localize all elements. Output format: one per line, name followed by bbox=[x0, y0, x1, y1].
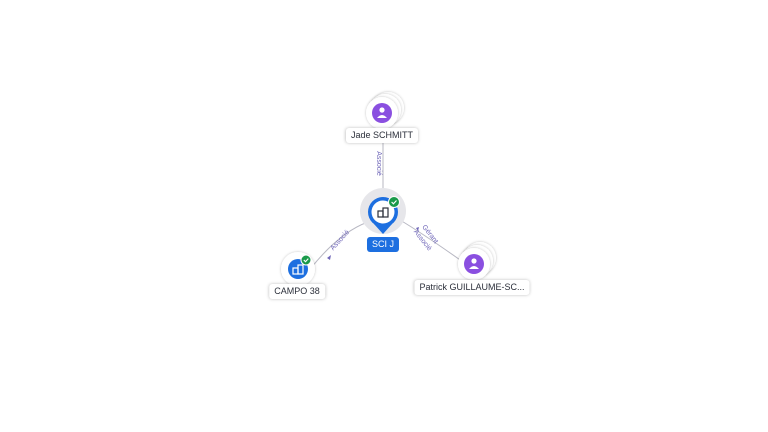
node-label-top[interactable]: Jade SCHMITT bbox=[345, 128, 419, 143]
edge-left[interactable] bbox=[310, 221, 369, 269]
building-icon bbox=[377, 207, 389, 218]
check-badge-icon bbox=[388, 196, 400, 208]
edge-right[interactable] bbox=[399, 219, 464, 263]
person-icon bbox=[372, 103, 392, 123]
node-label-right[interactable]: Patrick GUILLAUME-SC... bbox=[414, 280, 530, 295]
edges bbox=[310, 142, 464, 269]
arrow-right bbox=[416, 227, 419, 231]
edge-label-top: Associé bbox=[374, 151, 382, 176]
check-badge-icon bbox=[300, 254, 312, 266]
node-label-center[interactable]: SCI J bbox=[366, 237, 400, 252]
arrow-left bbox=[327, 255, 331, 260]
node-person-right[interactable] bbox=[458, 242, 496, 280]
node-company-left[interactable] bbox=[281, 252, 315, 286]
node-company-center[interactable] bbox=[360, 188, 406, 234]
node-person-top[interactable] bbox=[366, 92, 404, 129]
node-label-left[interactable]: CAMPO 38 bbox=[269, 284, 325, 299]
person-icon bbox=[464, 254, 484, 274]
